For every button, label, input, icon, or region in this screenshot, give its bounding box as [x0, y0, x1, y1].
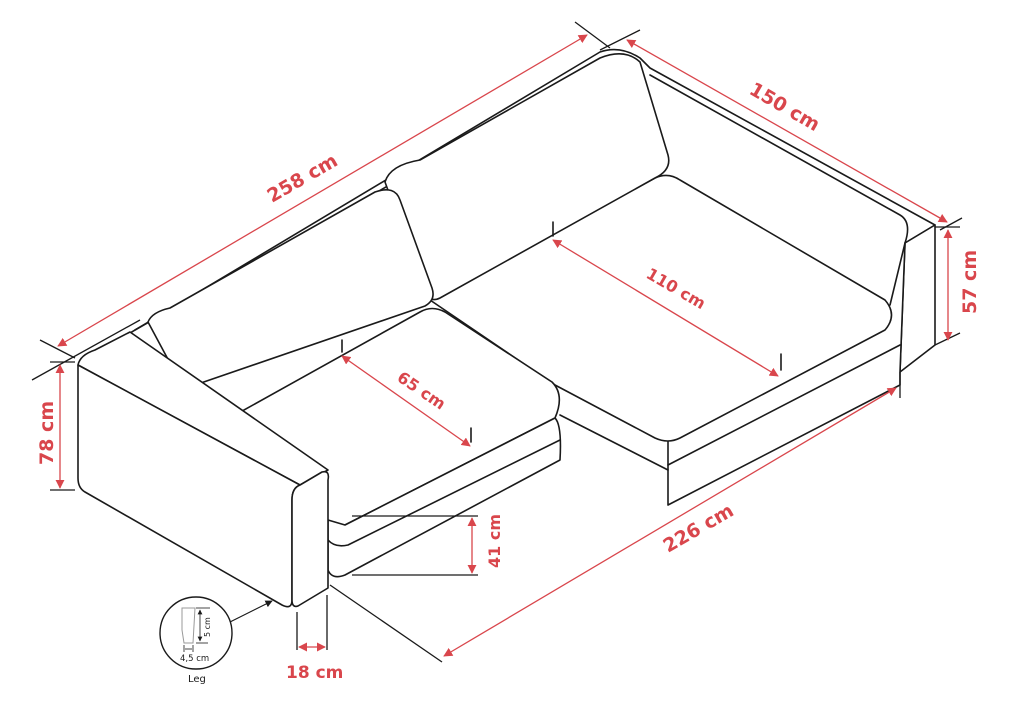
dimension-lines	[31, 21, 963, 663]
back-height-label: 78 cm	[36, 401, 58, 465]
front-length-label: 226 cm	[660, 500, 738, 558]
arm-width-label: 18 cm	[286, 663, 343, 683]
leg-detail: 5 cm 4,5 cm Leg	[159, 596, 273, 685]
leg-label: Leg	[188, 674, 206, 685]
total-length-label: 258 cm	[264, 150, 342, 208]
leg-height-label: 5 cm	[203, 617, 212, 637]
sofa-outline	[77, 48, 936, 608]
chaise-height-label: 57 cm	[959, 250, 981, 314]
seat-height-label: 41 cm	[485, 514, 504, 568]
leg-width-label: 4,5 cm	[180, 654, 209, 664]
